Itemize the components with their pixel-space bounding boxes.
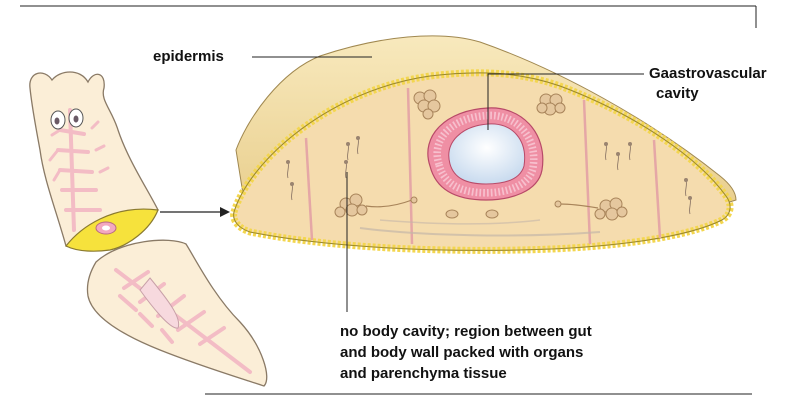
label-no-body-cavity: no body cavity; region between gut [340, 322, 592, 341]
eye-right-pupil [74, 116, 79, 123]
label-no-body-cavity-line2: and body wall packed with organs [340, 343, 583, 362]
label-epidermis: epidermis [153, 47, 224, 66]
arrow-head-icon [220, 207, 230, 217]
flatworm-posterior-piece [87, 240, 266, 386]
label-no-body-cavity-line3: and parenchyma tissue [340, 364, 507, 383]
eye-left-pupil [55, 118, 60, 125]
label-gastrovascular-cavity-line2: cavity [656, 84, 699, 103]
organ-cluster [537, 94, 565, 115]
label-gastrovascular-cavity: Gaastrovascular [649, 64, 767, 83]
